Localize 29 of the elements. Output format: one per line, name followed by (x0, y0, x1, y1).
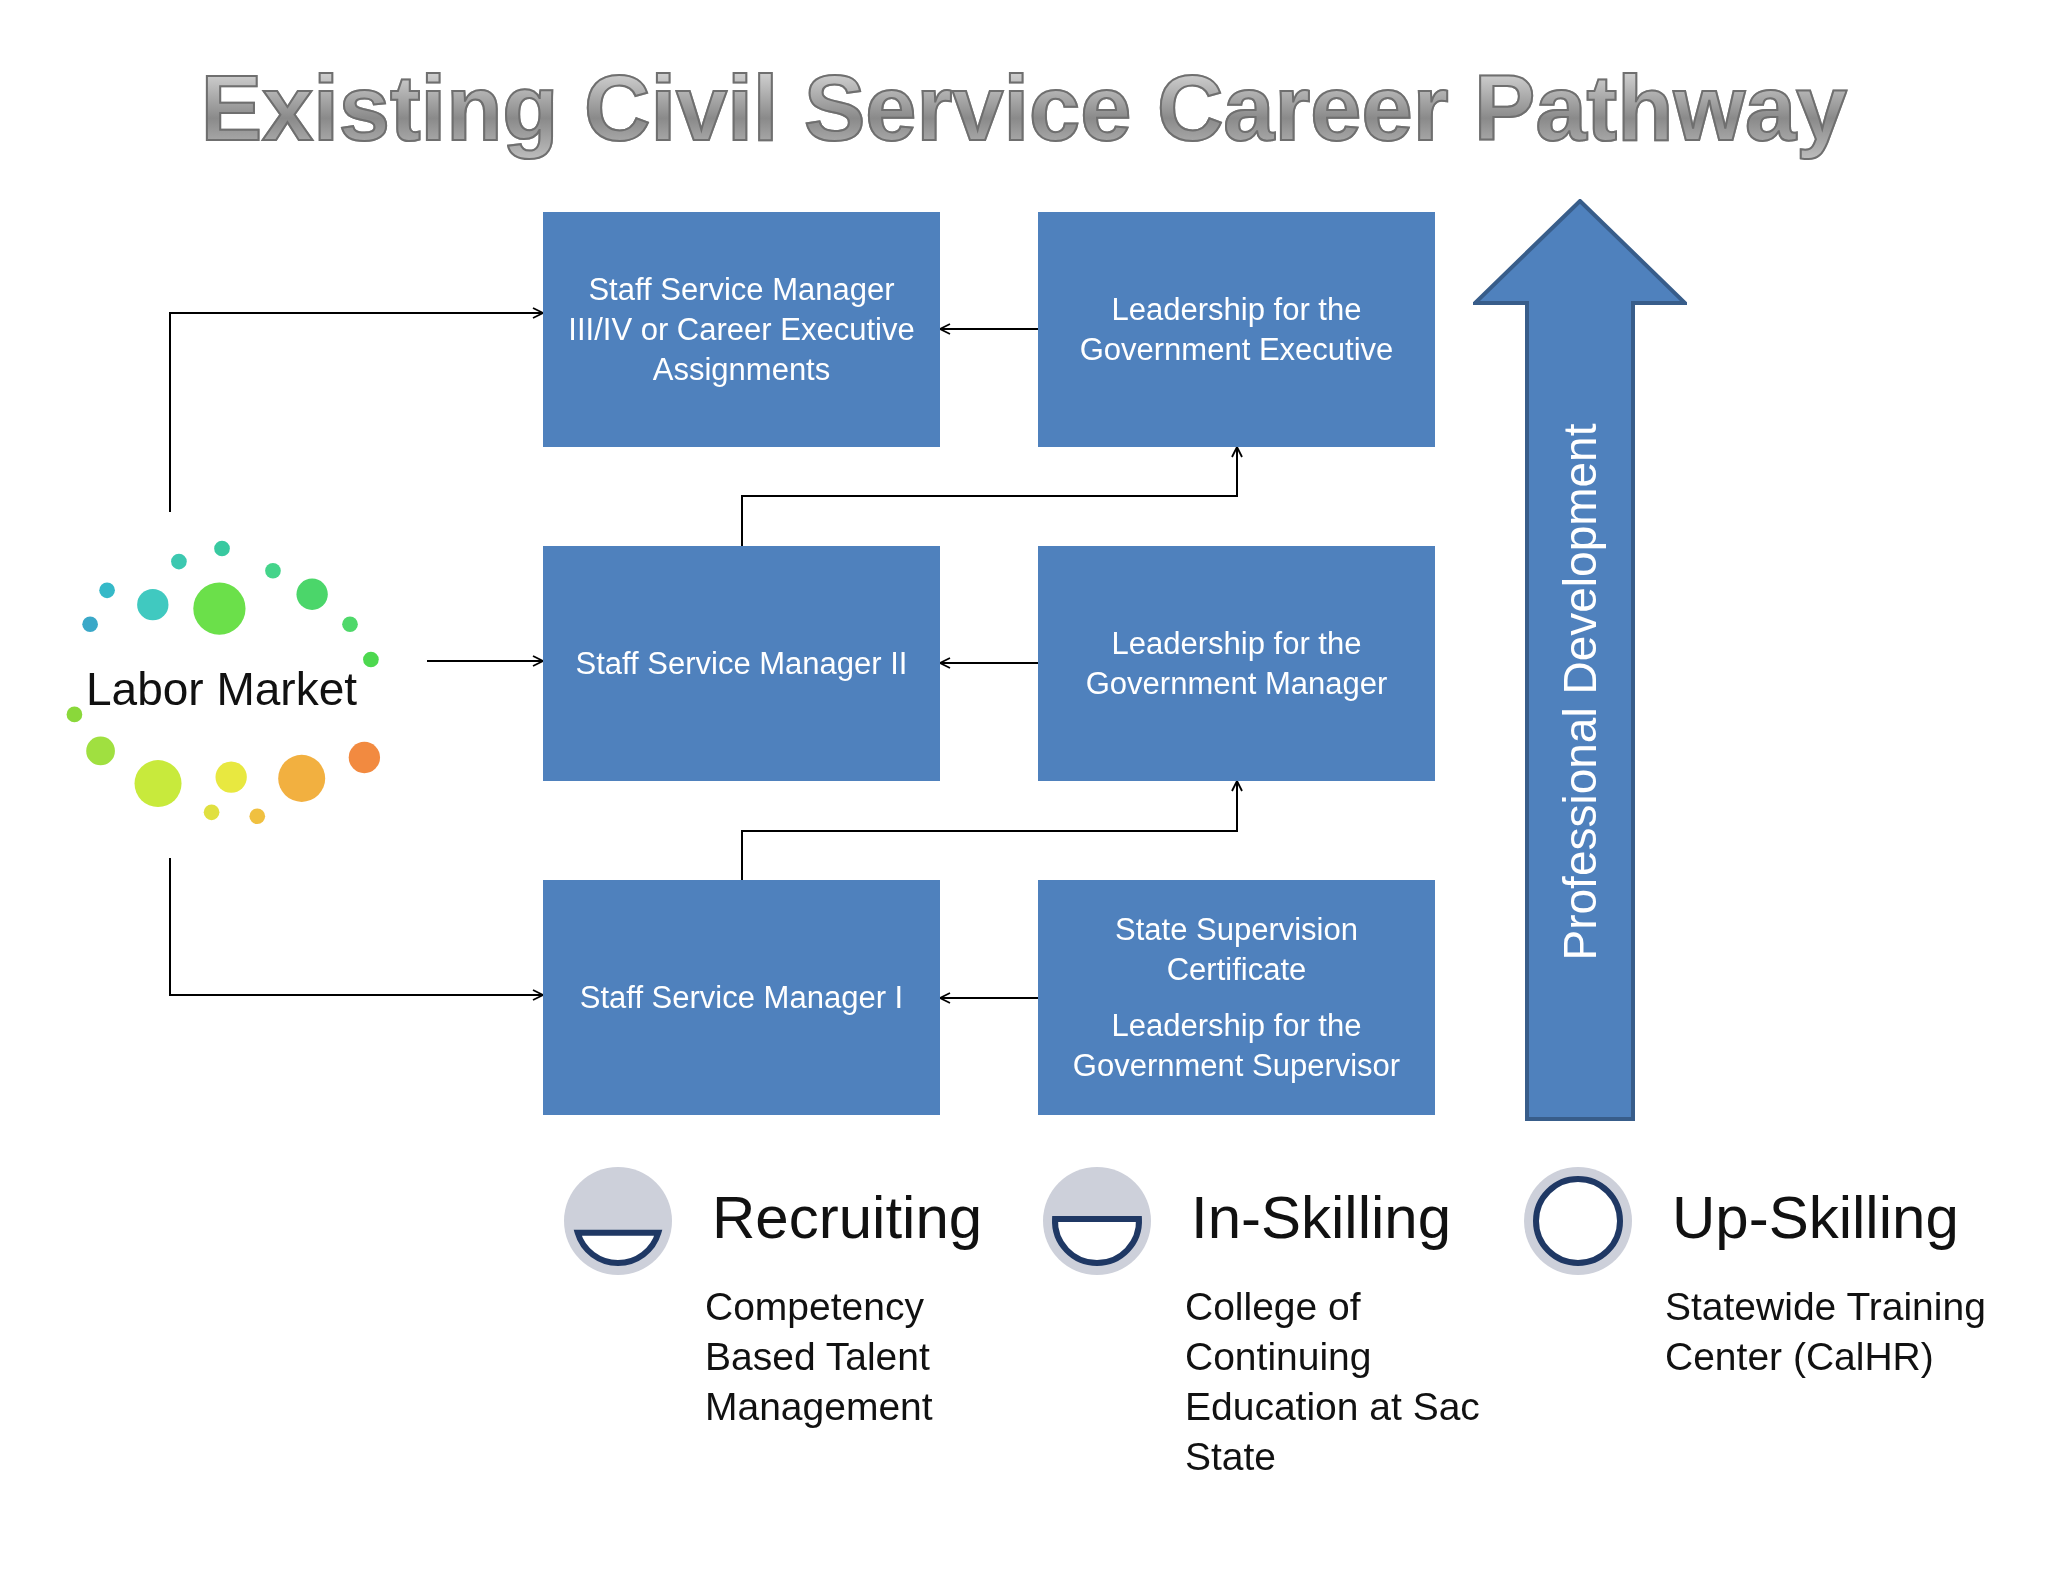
connector-arrow (741, 780, 1243, 881)
connector-arrow (939, 992, 1039, 1004)
position-label: Leadership for the Government Manager (1084, 624, 1389, 703)
position-label: State Supervision Certificate (1114, 910, 1359, 989)
legend-description: Competency Based Talent Management (705, 1284, 934, 1430)
position-label: Leadership for the Government Supervisor (1071, 1006, 1402, 1085)
legend-heading: Recruiting (712, 1183, 983, 1253)
position-box (1038, 880, 1435, 1115)
legend-heading: Up-Skilling (1672, 1183, 1959, 1253)
legend-description: Statewide Training Center (CalHR) (1665, 1284, 1987, 1380)
position-box (543, 880, 940, 1115)
connector-arrow (426, 655, 544, 667)
arrow-label: Professional Development (1553, 423, 1607, 961)
position-label: Staff Service Manager I (579, 978, 904, 1017)
connector-arrow (939, 323, 1039, 335)
connector-arrow (741, 446, 1243, 547)
position-label: Staff Service Manager III/IV or Career Executive Assignments (567, 270, 916, 389)
node-label: Labor Market (86, 662, 357, 716)
position-box (1038, 212, 1435, 447)
position-label: Staff Service Manager II (575, 644, 908, 683)
position-label: Leadership for the Government Executive (1078, 290, 1395, 369)
legend-heading: In-Skilling (1191, 1183, 1452, 1253)
position-box (543, 546, 940, 781)
position-box (543, 212, 940, 447)
connector-arrow (169, 857, 544, 1001)
legend-description: College of Continuing Education at Sac State (1185, 1284, 1481, 1480)
position-box (1038, 546, 1435, 781)
connector-arrow (169, 307, 544, 513)
connector-arrow (939, 657, 1039, 669)
